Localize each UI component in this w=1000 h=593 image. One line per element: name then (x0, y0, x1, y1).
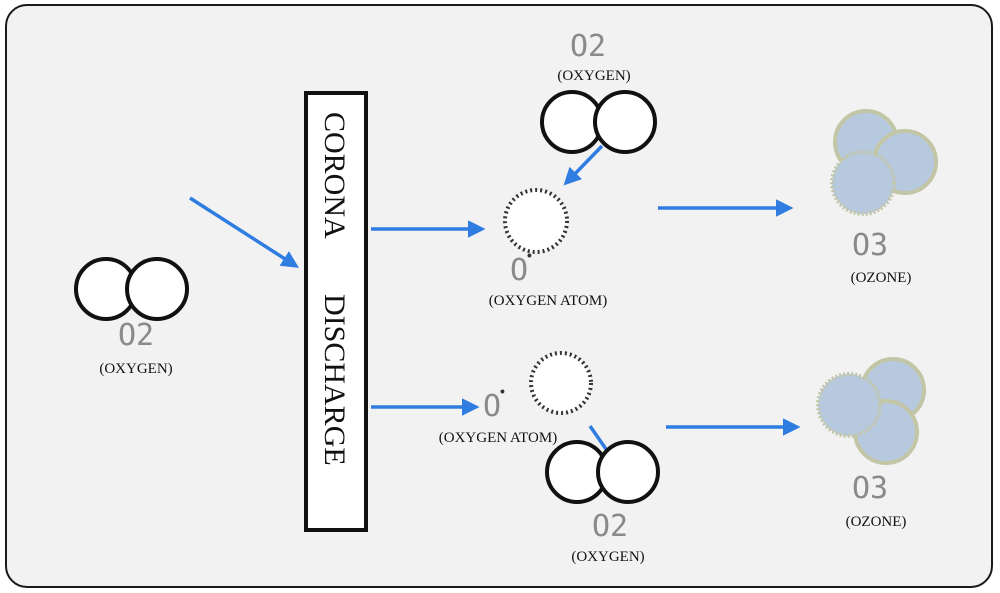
top-atom-symbol-group: O • (510, 247, 532, 288)
bottom-oxygen-caption: (OXYGEN) (571, 549, 644, 565)
top-oxygen-caption: (OXYGEN) (557, 68, 630, 84)
left-oxygen-symbol: O2 (118, 318, 154, 353)
bottom-atom-radical-dot: • (500, 383, 505, 399)
top-ozone-caption: (OZONE) (851, 270, 912, 286)
top-ozone-molecule (830, 109, 938, 216)
top-atom-radical-dot: • (527, 247, 532, 263)
top-atom-symbol: O (510, 253, 528, 288)
bottom-oxygen-molecule (545, 440, 660, 504)
corona-label: CORONA (318, 112, 351, 239)
bottom-oxygen-atom (529, 351, 593, 415)
bottom-atom-caption: (OXYGEN ATOM) (439, 430, 557, 446)
input-arrow (189, 196, 299, 268)
bottom-ozone-caption: (OZONE) (846, 514, 907, 530)
top-oxygen-molecule (540, 90, 657, 154)
left-oxygen-caption: (OXYGEN) (99, 361, 172, 377)
top-ozone-symbol: O3 (852, 228, 888, 263)
corona-discharge-box (304, 91, 368, 532)
top-oxygen-atom (503, 188, 569, 254)
top-oxygen-to-atom-arrow (563, 144, 604, 186)
bottom-atom-symbol: O (483, 389, 501, 424)
bottom-atom-symbol-group: O • (483, 383, 505, 424)
bottom-oxygen-to-atom-line (588, 425, 610, 453)
bottom-ozone-molecule (816, 357, 926, 465)
discharge-label: DISCHARGE (318, 294, 351, 466)
top-atom-caption: (OXYGEN ATOM) (489, 293, 607, 309)
left-oxygen-molecule (74, 257, 189, 321)
top-oxygen-symbol: O2 (570, 29, 606, 64)
bottom-ozone-symbol: O3 (852, 471, 888, 506)
bottom-oxygen-symbol: O2 (592, 509, 628, 544)
